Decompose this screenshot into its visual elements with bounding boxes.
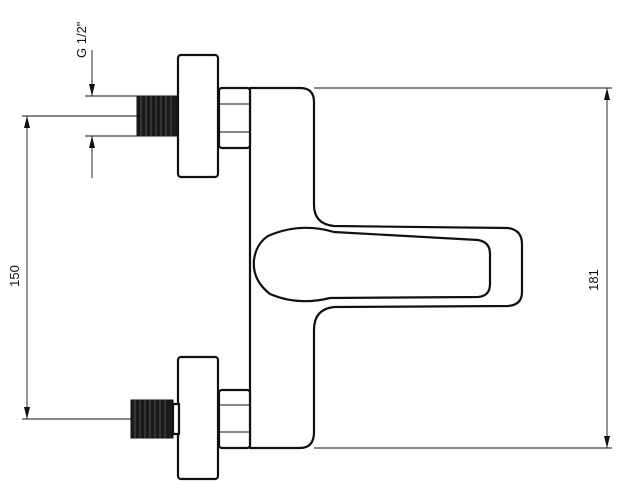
thread-size-label: G 1/2"	[74, 21, 89, 58]
spacing-dimension: 150	[7, 115, 140, 420]
bottom-connector	[130, 355, 252, 481]
spacing-label: 150	[7, 265, 22, 287]
thread-dimension: G 1/2"	[74, 21, 137, 178]
height-dimension: 181	[314, 87, 612, 449]
height-label: 181	[586, 269, 601, 291]
mixer-body	[248, 86, 524, 450]
top-connector	[136, 53, 252, 179]
